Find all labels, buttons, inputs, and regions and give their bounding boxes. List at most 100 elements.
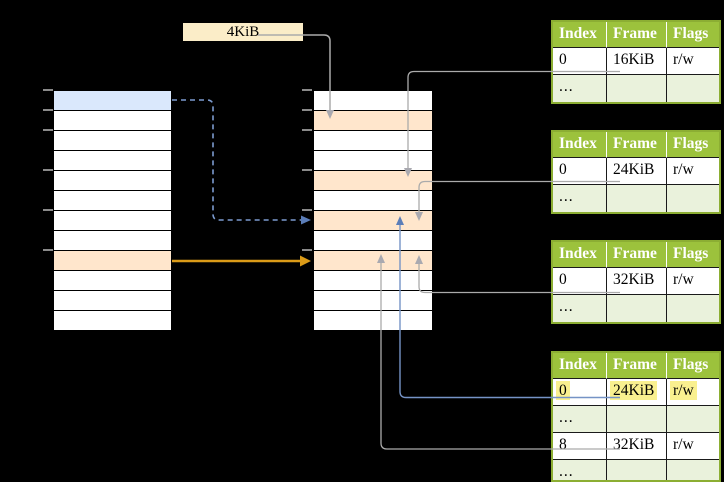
- header-index: Index: [553, 22, 607, 48]
- cell-frame: 32KiB: [607, 433, 667, 460]
- cell-flags: [667, 185, 719, 212]
- header-frame: Frame: [607, 22, 667, 48]
- cell-frame: [607, 406, 667, 433]
- cell-flags: r/w: [667, 268, 719, 295]
- axis-tick: [302, 249, 312, 251]
- cell-frame: [607, 295, 667, 322]
- header-frame: Frame: [607, 242, 667, 268]
- cell-flags: [667, 406, 719, 433]
- memory-row: [54, 151, 171, 171]
- axis-tick: [43, 209, 53, 211]
- cell-index: ...: [553, 75, 607, 102]
- axis-tick: [43, 129, 53, 131]
- cell-flags: [667, 295, 719, 322]
- memory-row: [314, 151, 432, 171]
- table-header-row: Index Frame Flags: [553, 242, 719, 268]
- axis-tick: [302, 169, 312, 171]
- physical-frame-32kib: [314, 251, 432, 271]
- header-frame: Frame: [607, 353, 667, 379]
- cell-index: ...: [553, 295, 607, 322]
- memory-row: [54, 311, 171, 330]
- header-flags: Flags: [667, 132, 719, 158]
- cell-index: ...: [553, 460, 607, 480]
- physical-memory-table: [313, 90, 433, 331]
- memory-row: [314, 131, 432, 151]
- table-header-row: Index Frame Flags: [553, 353, 719, 379]
- memory-row: [54, 171, 171, 191]
- cell-index: 0: [553, 158, 607, 185]
- highlighted-value: 0: [556, 381, 570, 400]
- virtual-memory-row-highlight-orange: [54, 251, 171, 271]
- axis-tick: [302, 89, 312, 91]
- header-flags: Flags: [667, 22, 719, 48]
- physical-frame-4kib: [314, 111, 432, 131]
- cell-frame: 24KiB: [607, 379, 667, 406]
- memory-row: [314, 271, 432, 291]
- axis-tick: [302, 129, 312, 131]
- table-row-ellipsis: ...: [553, 460, 719, 480]
- page-table-24kib: Index Frame Flags 0 24KiB r/w ...: [551, 130, 721, 214]
- memory-row: [54, 131, 171, 151]
- table-row: 0 24KiB r/w: [553, 158, 719, 185]
- page-table-active: Index Frame Flags 0 24KiB r/w ... 8 32Ki…: [551, 351, 721, 482]
- table-row: 0 16KiB r/w: [553, 48, 719, 75]
- cell-frame: [607, 185, 667, 212]
- header-flags: Flags: [667, 242, 719, 268]
- axis-tick: [302, 109, 312, 111]
- cell-frame: 16KiB: [607, 48, 667, 75]
- memory-row: [314, 191, 432, 211]
- physical-frame-24kib: [314, 211, 432, 231]
- highlighted-value: 24KiB: [610, 381, 658, 400]
- table-row-ellipsis: ...: [553, 295, 719, 322]
- memory-row: [54, 191, 171, 211]
- cell-flags: r/w: [667, 379, 719, 406]
- physical-frame-16kib: [314, 171, 432, 191]
- highlighted-value: r/w: [670, 381, 697, 400]
- memory-row: [54, 291, 171, 311]
- memory-row: [314, 91, 432, 111]
- page-table-32kib: Index Frame Flags 0 32KiB r/w ...: [551, 240, 721, 324]
- virtual-memory-row-highlight-blue: [54, 91, 171, 111]
- table-row-ellipsis: ...: [553, 185, 719, 212]
- memory-row: [54, 231, 171, 251]
- table-header-row: Index Frame Flags: [553, 132, 719, 158]
- memory-row: [314, 231, 432, 251]
- table-row: 0 32KiB r/w: [553, 268, 719, 295]
- header-index: Index: [553, 353, 607, 379]
- header-frame: Frame: [607, 132, 667, 158]
- cell-flags: [667, 460, 719, 480]
- cell-index: 0: [553, 268, 607, 295]
- cell-frame: 24KiB: [607, 158, 667, 185]
- arrow-virtual-page-to-frame-24kib: [172, 99, 311, 225]
- header-flags: Flags: [667, 353, 719, 379]
- page-table-16kib: Index Frame Flags 0 16KiB r/w ...: [551, 20, 721, 104]
- memory-row: [54, 271, 171, 291]
- table-row-ellipsis: ...: [553, 406, 719, 433]
- header-index: Index: [553, 132, 607, 158]
- cell-index: 0: [553, 48, 607, 75]
- cell-flags: r/w: [667, 48, 719, 75]
- cell-index: 0: [553, 379, 607, 406]
- virtual-memory-table: [53, 90, 172, 331]
- table-row: 8 32KiB r/w: [553, 433, 719, 460]
- cell-frame: [607, 460, 667, 480]
- cell-flags: r/w: [667, 433, 719, 460]
- axis-tick: [43, 249, 53, 251]
- table-row-highlighted: 0 24KiB r/w: [553, 379, 719, 406]
- cell-flags: [667, 75, 719, 102]
- header-index: Index: [553, 242, 607, 268]
- table-row-ellipsis: ...: [553, 75, 719, 102]
- cell-index: ...: [553, 185, 607, 212]
- cell-index: 8: [553, 433, 607, 460]
- table-header-row: Index Frame Flags: [553, 22, 719, 48]
- page-size-label: 4KiB: [183, 23, 303, 41]
- axis-tick: [43, 89, 53, 91]
- memory-row: [314, 311, 432, 330]
- cell-frame: 32KiB: [607, 268, 667, 295]
- memory-row: [314, 291, 432, 311]
- cell-flags: r/w: [667, 158, 719, 185]
- cell-frame: [607, 75, 667, 102]
- memory-row: [54, 111, 171, 131]
- cell-index: ...: [553, 406, 607, 433]
